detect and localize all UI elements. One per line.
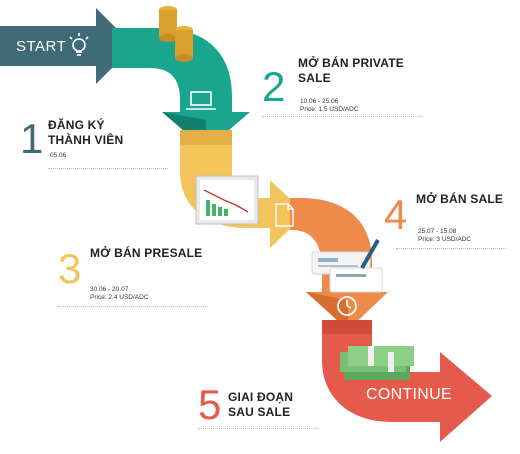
step-divider [48, 168, 168, 169]
step-divider [198, 428, 318, 429]
step-title: MỞ BÁN PRIVATE SALE [298, 56, 404, 85]
step-number: 3 [58, 245, 82, 292]
step-divider [396, 248, 506, 249]
step-divider [58, 306, 208, 307]
step-date: 30.06 - 20.07 [90, 286, 129, 293]
step-title: ĐĂNG KÝ THÀNH VIÊN [48, 118, 124, 147]
money-stack-icon [340, 346, 414, 380]
step-date: 25.07 - 15.08 [418, 228, 457, 235]
step-number: 1 [20, 115, 44, 162]
red-segment [322, 320, 492, 442]
coins-icon [159, 6, 193, 62]
yellow-segment-shade [180, 130, 232, 145]
step-price: Price: 2.4 USD/ADC [90, 294, 149, 301]
document-icon [275, 203, 294, 227]
step-number: 2 [262, 63, 286, 110]
chart-board-icon [195, 175, 259, 225]
step-price: Price: 1.5 USD/ADC [300, 106, 359, 113]
step-title: MỞ BÁN PRESALE [90, 246, 203, 260]
cheque-pen-icon [311, 239, 383, 293]
laptop-icon [186, 91, 216, 110]
step-date: 05.06 [50, 152, 67, 159]
start-arrow [0, 8, 134, 84]
step-title: GIAI ĐOẠN SAU SALE [228, 390, 294, 419]
step-title: MỞ BÁN SALE [416, 192, 504, 206]
bulb-icon [69, 33, 89, 56]
start-label: START [16, 38, 67, 55]
step-number: 5 [198, 381, 222, 428]
step-date: 10.06 - 25.06 [300, 98, 339, 105]
clock-icon [337, 296, 357, 316]
teal-segment [112, 28, 250, 150]
step-divider [262, 116, 422, 117]
red-segment-shade [322, 320, 372, 334]
continue-label: CONTINUE [366, 386, 452, 403]
step-number: 4 [384, 191, 408, 238]
step-price: Price: 3 USD/ADC [418, 236, 472, 243]
